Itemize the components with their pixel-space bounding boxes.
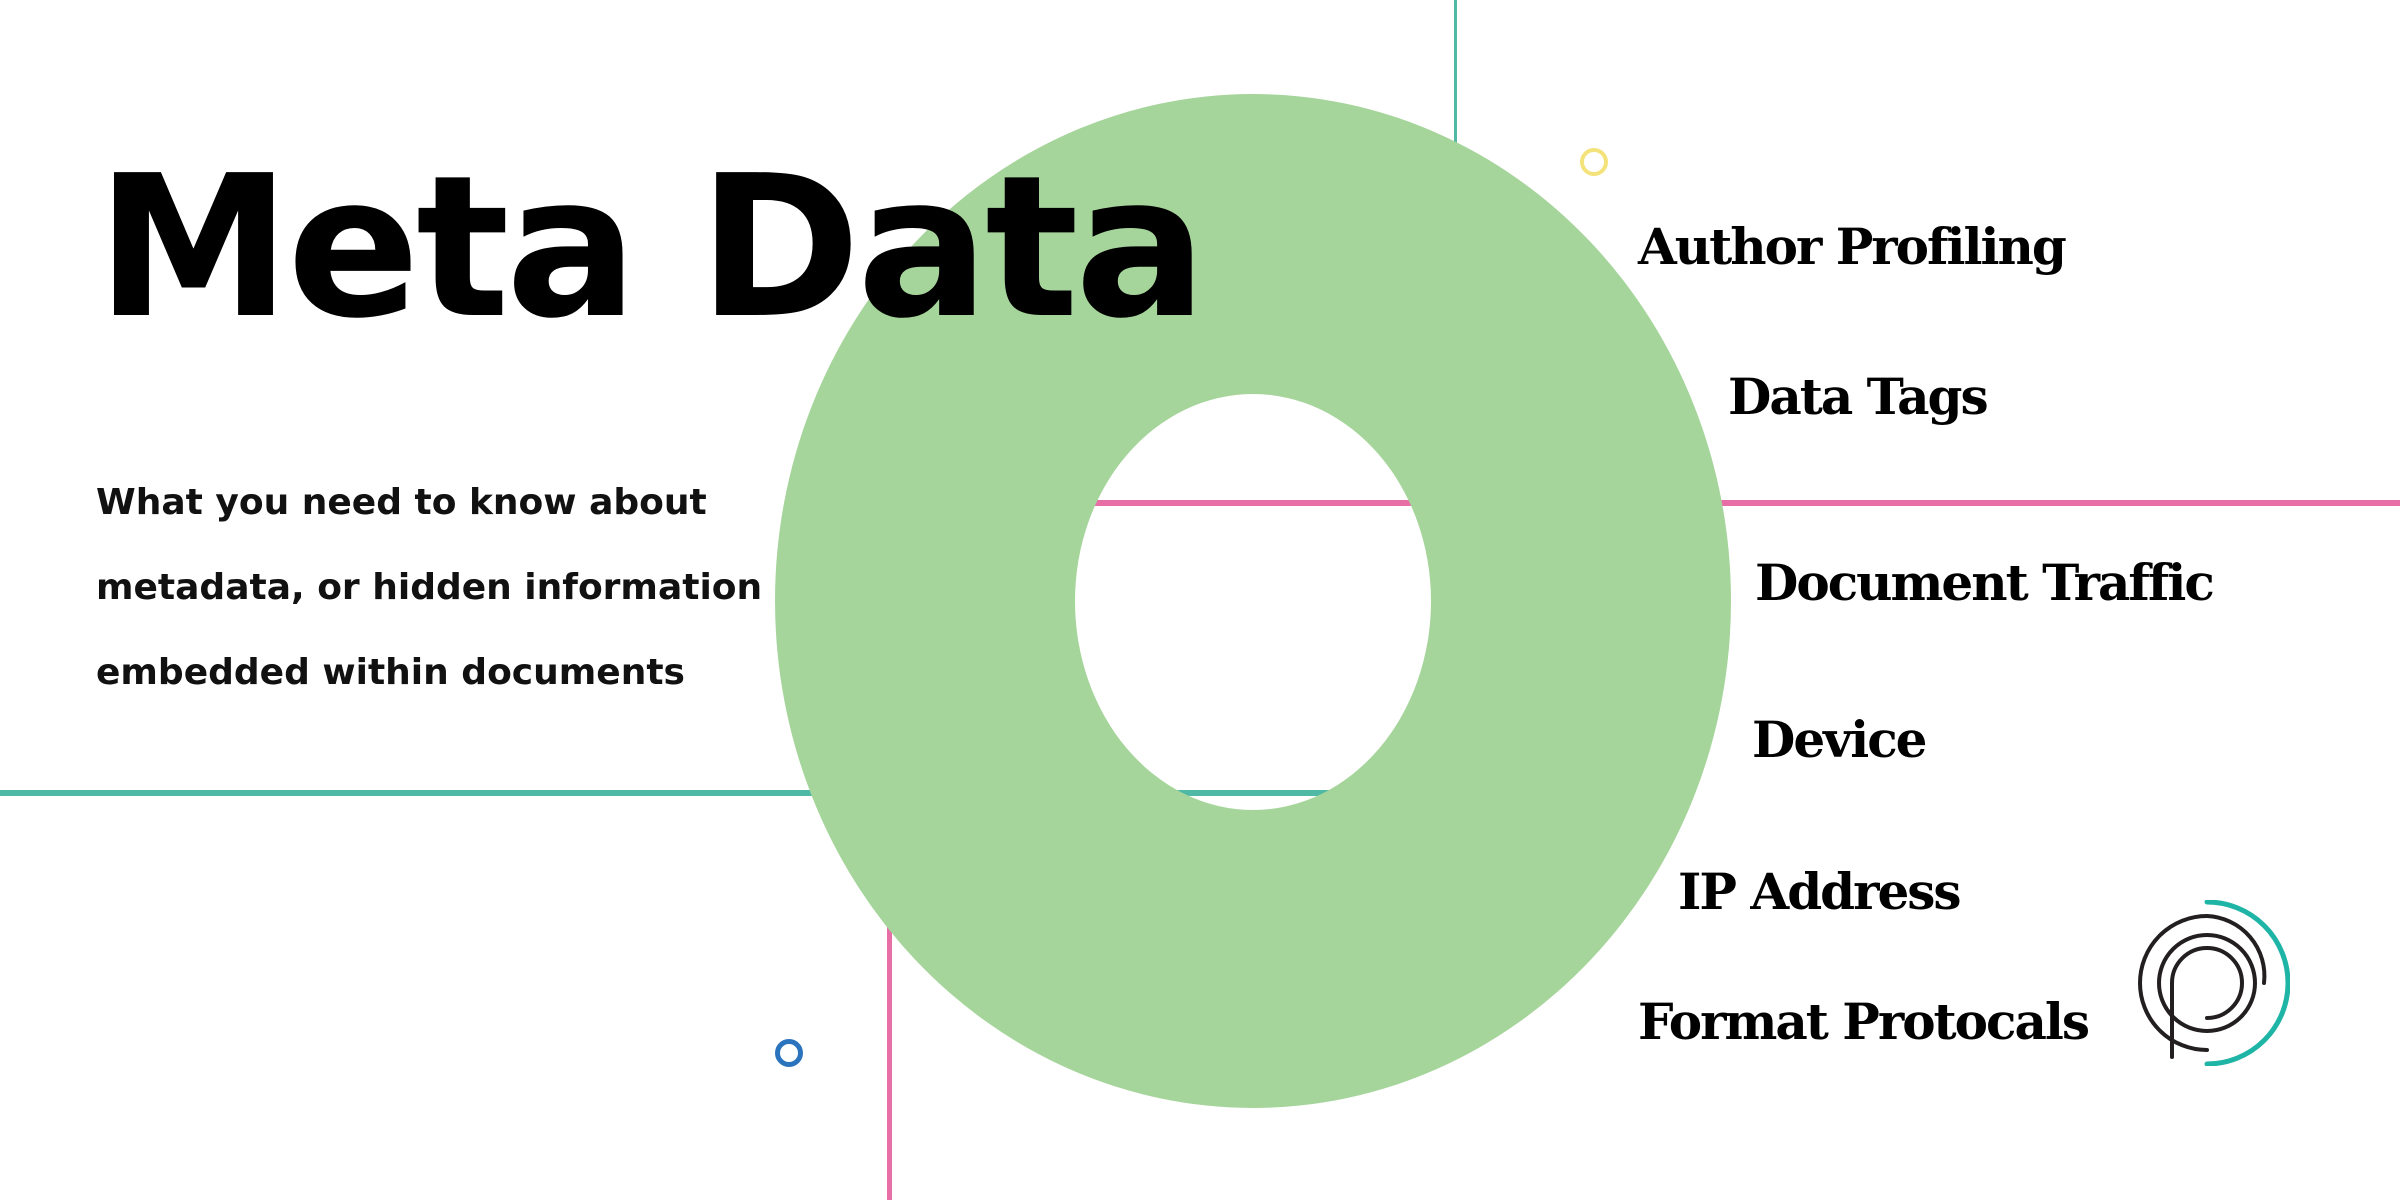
yellow-ring-dot bbox=[1580, 148, 1608, 176]
topic-format-protocals: Format Protocals bbox=[1638, 992, 2090, 1051]
concentric-arcs-logo-icon bbox=[2138, 900, 2290, 1066]
topic-data-tags: Data Tags bbox=[1728, 367, 1989, 426]
topic-document-traffic: Document Traffic bbox=[1755, 553, 2215, 612]
topic-ip-address: IP Address bbox=[1678, 862, 1962, 921]
topic-device: Device bbox=[1752, 710, 1927, 769]
topic-author-profiling: Author Profiling bbox=[1638, 217, 2067, 276]
teal-horizontal-line bbox=[0, 790, 1330, 796]
blue-ring-dot bbox=[775, 1039, 803, 1067]
subtitle: What you need to know about metadata, or… bbox=[96, 482, 763, 693]
teal-vertical-line bbox=[1454, 0, 1457, 150]
pink-horizontal-line bbox=[1060, 500, 2400, 506]
page-title: Meta Data bbox=[96, 134, 1207, 362]
pink-vertical-line bbox=[887, 925, 892, 1200]
